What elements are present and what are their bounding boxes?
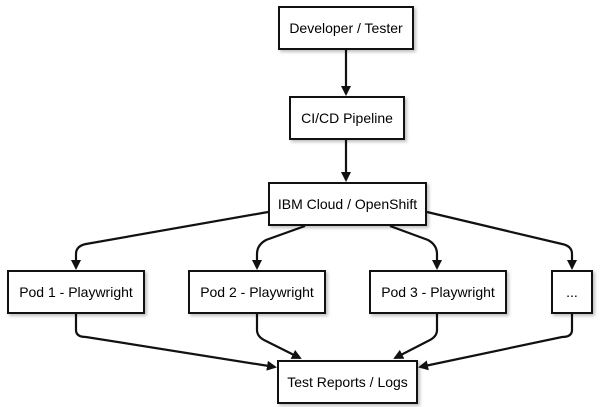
edge-pod2-to-reports: [255, 314, 302, 359]
edge-cloud-to-pod3: [389, 224, 442, 270]
node-more-pods: ...: [551, 270, 593, 314]
node-pod-3: Pod 3 - Playwright: [369, 270, 507, 314]
node-test-reports-logs-label: Test Reports / Logs: [287, 374, 408, 390]
edge-cloud-to-more: [426, 210, 577, 270]
node-cicd-pipeline-label: CI/CD Pipeline: [301, 110, 393, 126]
node-pod-2-label: Pod 2 - Playwright: [200, 284, 314, 300]
node-cicd-pipeline: CI/CD Pipeline: [289, 96, 405, 140]
edge-pod1-to-reports: [74, 314, 277, 371]
node-developer-tester-label: Developer / Tester: [289, 20, 403, 36]
node-more-pods-label: ...: [566, 284, 578, 300]
node-pod-1: Pod 1 - Playwright: [7, 270, 145, 314]
edge-cloud-to-pod2: [252, 224, 306, 270]
edge-more-to-reports: [418, 314, 574, 371]
node-pod-3-label: Pod 3 - Playwright: [381, 284, 495, 300]
node-developer-tester: Developer / Tester: [278, 6, 414, 50]
node-pod-1-label: Pod 1 - Playwright: [19, 284, 133, 300]
edge-cloud-to-pod1: [71, 210, 269, 270]
node-test-reports-logs: Test Reports / Logs: [277, 360, 418, 404]
node-ibm-cloud-openshift-label: IBM Cloud / OpenShift: [277, 196, 418, 212]
node-pod-2: Pod 2 - Playwright: [188, 270, 326, 314]
node-ibm-cloud-openshift: IBM Cloud / OpenShift: [268, 182, 427, 226]
edge-pod3-to-reports: [393, 314, 439, 359]
